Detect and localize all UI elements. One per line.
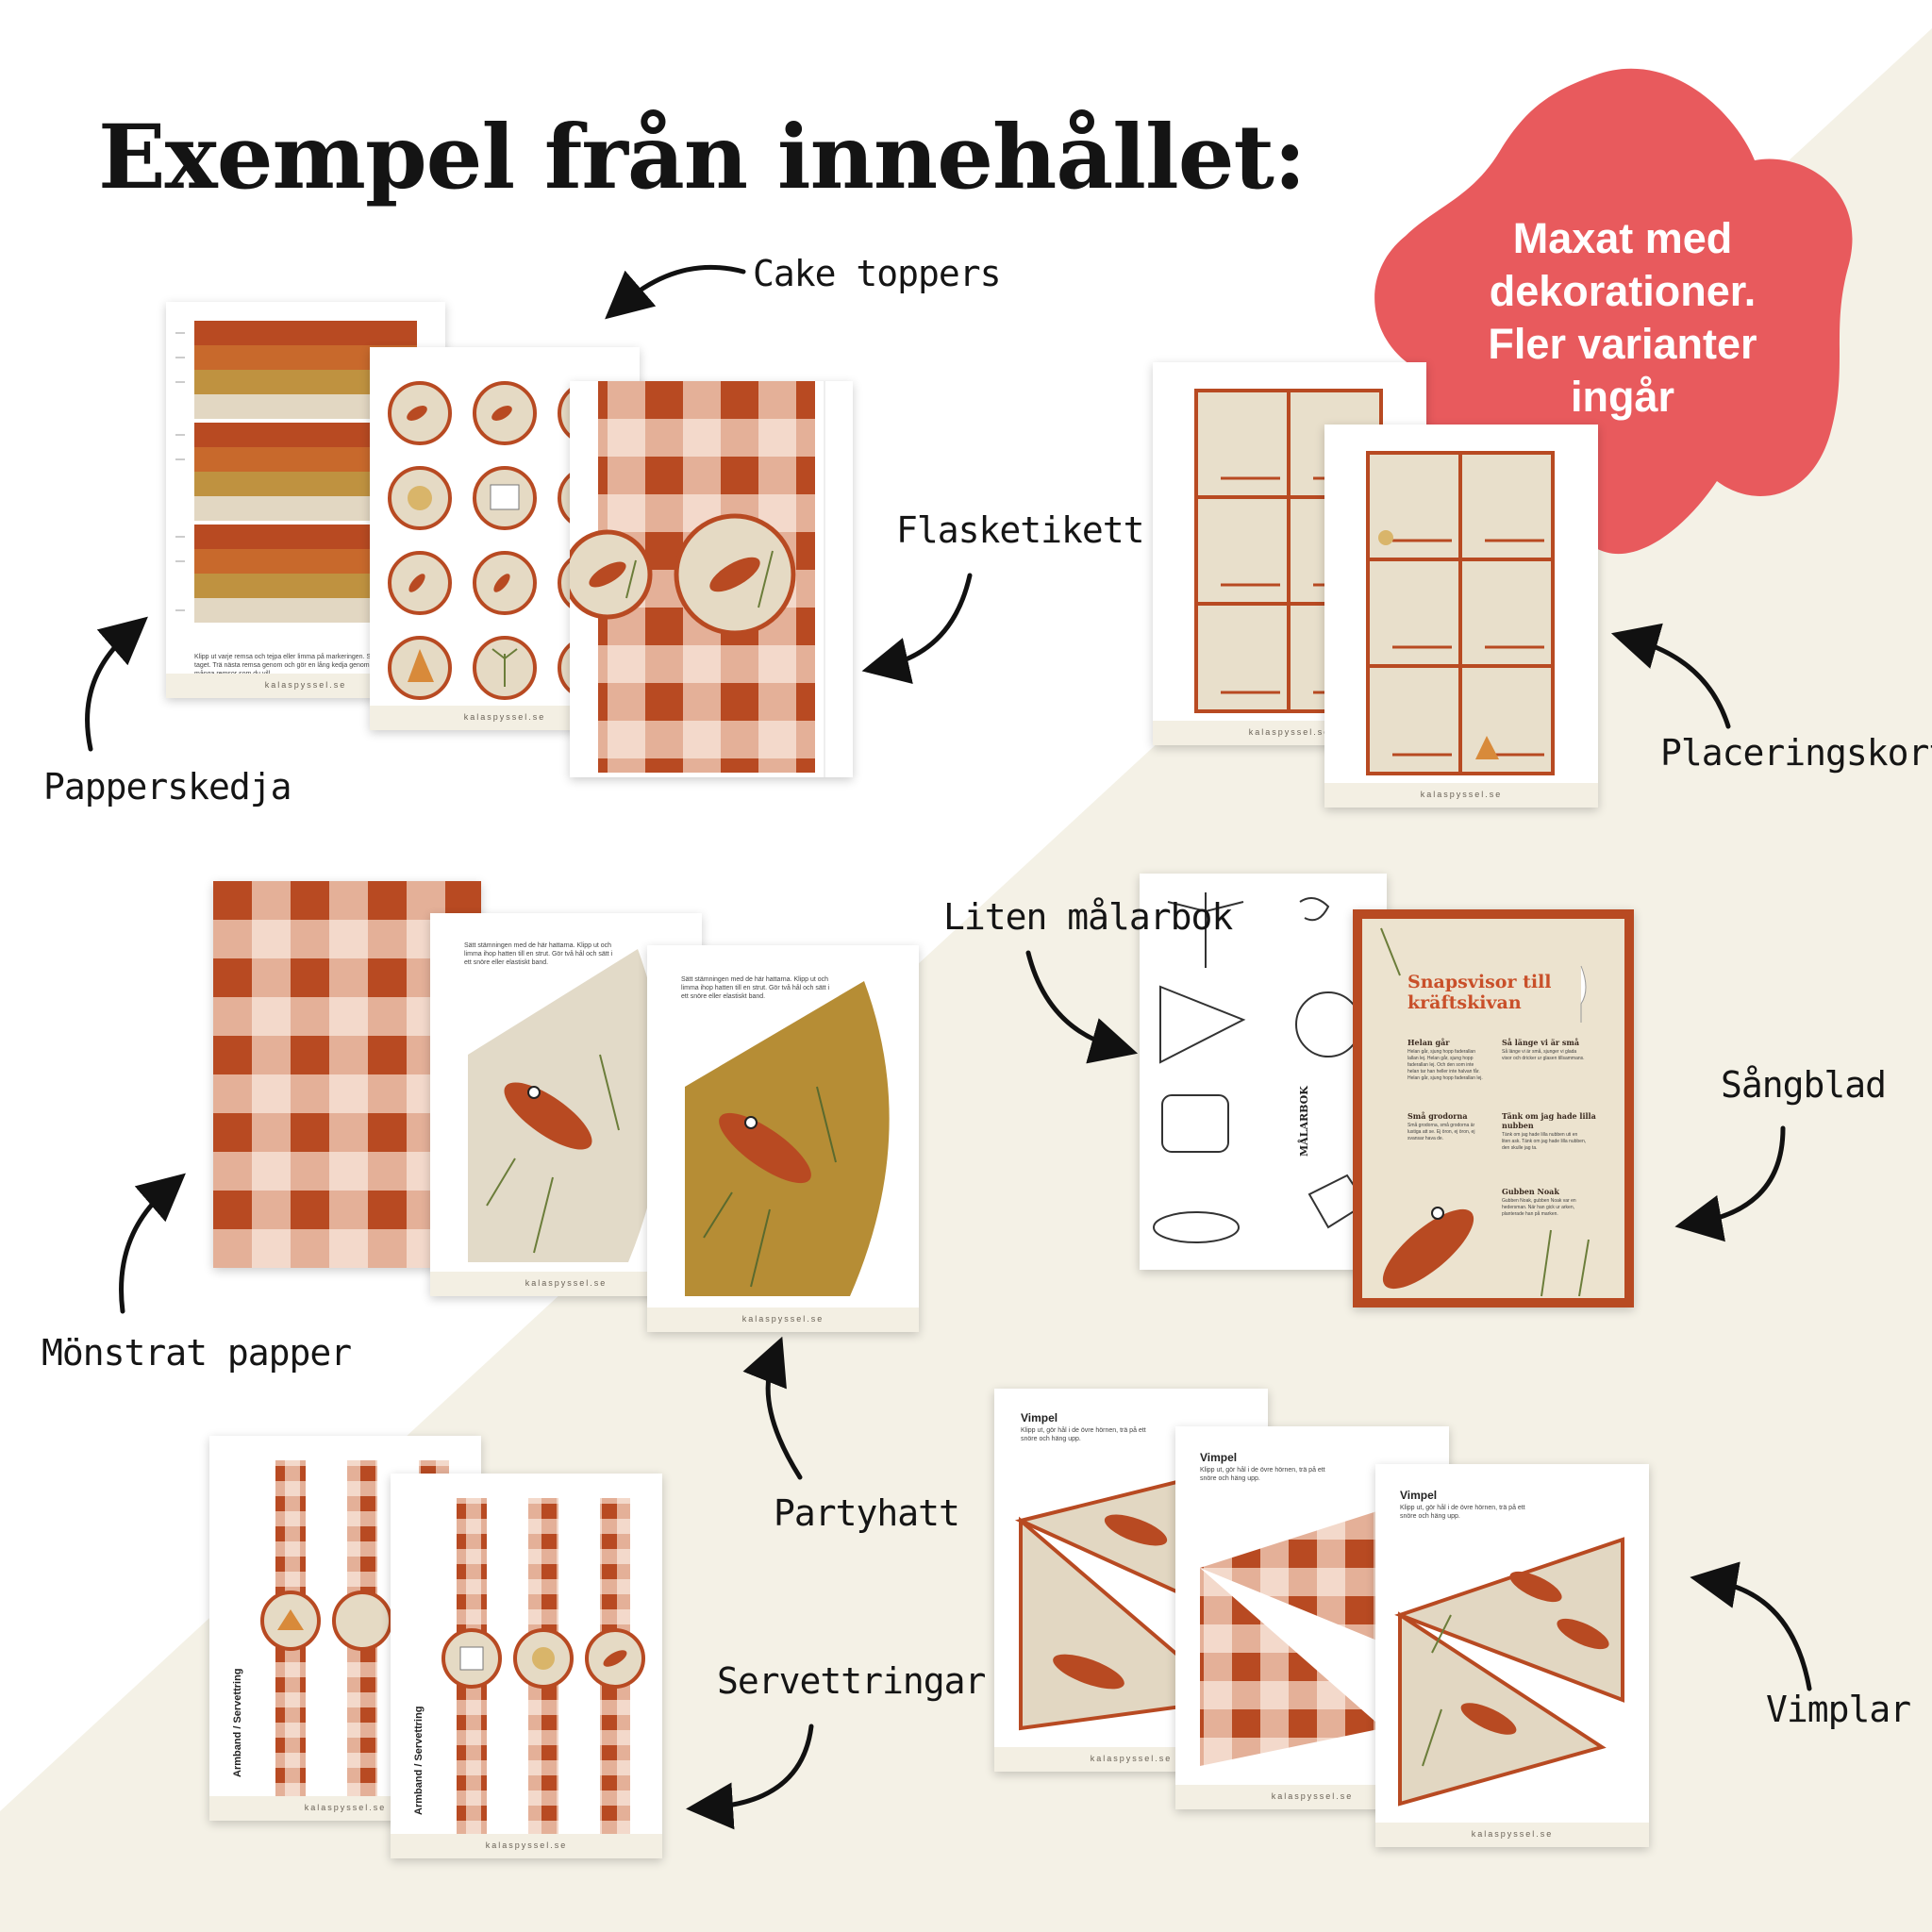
vimpel-instructions: Klipp ut, gör hål i de övre hörnen, trä … [1400, 1505, 1525, 1520]
song-heading: Så länge vi är små [1502, 1038, 1580, 1047]
hat-instructions: Sätt stämningen med de här hattarna. Kli… [464, 942, 613, 966]
label-servettringar: Servettringar [717, 1660, 986, 1702]
footer-text: kalaspyssel.se [1090, 1754, 1173, 1763]
place-cards-grid [1366, 451, 1555, 775]
footer-text: kalaspyssel.se [485, 1840, 568, 1850]
footer-text: kalaspyssel.se [1420, 790, 1503, 799]
hat-shape [468, 949, 664, 1262]
badge-line-1: Maxat med [1512, 214, 1733, 262]
hat-shape [685, 981, 890, 1296]
placeringskort-sheet-2: kalaspyssel.se [1324, 425, 1598, 808]
sheet-footer: kalaspyssel.se [1375, 1823, 1649, 1847]
sheet-footer: kalaspyssel.se [647, 1307, 919, 1332]
song-heading: Små grodorna [1407, 1111, 1468, 1121]
footer-text: kalaspyssel.se [741, 1314, 824, 1324]
label-vimplar: Vimplar [1766, 1689, 1911, 1730]
song-heading: Gubben Noak [1502, 1187, 1559, 1196]
badge-line-2: dekorationer. [1489, 267, 1757, 315]
servettring-heading: Armband / Servettring [413, 1706, 425, 1815]
vimpel-sheet-3: Vimpel Klipp ut, gör hål i de övre hörne… [1375, 1464, 1649, 1847]
label-partyhatt: Partyhatt [774, 1492, 960, 1534]
label-placeringskort: Placeringskort [1660, 732, 1932, 774]
sangblad-inner: Snapsvisor till kräftskivan Helan går He… [1362, 919, 1624, 1298]
page-title: Exempel från innehållet: [98, 106, 1307, 209]
label-sangblad: Sångblad [1721, 1064, 1887, 1106]
hat-instructions: Sätt stämningen med de här hattarna. Kli… [681, 976, 830, 1000]
footer-text: kalaspyssel.se [1271, 1791, 1354, 1801]
sangblad-title: Snapsvisor till kräftskivan [1407, 972, 1552, 1013]
sangblad-title-line-1: Snapsvisor till [1407, 972, 1552, 992]
malarbok-spine: MÅLARBOK [1298, 1086, 1310, 1157]
vimpel-heading: Vimpel [1200, 1451, 1238, 1464]
footer-text: kalaspyssel.se [525, 1278, 608, 1288]
servettring-strips [441, 1498, 645, 1838]
badge-text: Maxat med dekorationer. Fler varianter i… [1415, 212, 1830, 424]
song-text: Helan går, sjung hopp faderallan lallan … [1407, 1049, 1483, 1081]
label-cake-toppers: Cake toppers [753, 253, 1002, 294]
partyhatt-sheet-1: Sätt stämningen med de här hattarna. Kli… [430, 913, 702, 1296]
malarbok-sheet: MÅLARBOK [1140, 874, 1387, 1270]
footer-text: kalaspyssel.se [1248, 727, 1331, 737]
song-text: Tänk om jag hade lilla nubben uti en lit… [1502, 1132, 1587, 1151]
vimpel-heading: Vimpel [1400, 1489, 1438, 1502]
pennant-graphic [1394, 1537, 1624, 1807]
footer-text: kalaspyssel.se [463, 712, 546, 722]
pennant-graphic [1200, 1494, 1430, 1766]
label-flasketikett: Flasketikett [896, 509, 1145, 551]
footer-text: kalaspyssel.se [264, 680, 347, 690]
song-heading: Helan går [1407, 1038, 1450, 1047]
sheet-footer: kalaspyssel.se [1324, 783, 1598, 808]
sangblad-title-line-2: kräftskivan [1407, 992, 1522, 1013]
footer-text: kalaspyssel.se [1471, 1829, 1554, 1839]
song-heading: Tänk om jag hade lilla nubben [1502, 1111, 1596, 1130]
vimpel-heading: Vimpel [1021, 1411, 1058, 1424]
sangblad-illustration [1380, 927, 1590, 1297]
vimpel-instructions: Klipp ut, gör hål i de övre hörnen, trä … [1200, 1467, 1325, 1482]
flasketikett-sheet [570, 381, 853, 777]
sheet-footer: kalaspyssel.se [391, 1834, 662, 1858]
song-text: Små grodorna, små grodorna är lustiga at… [1407, 1123, 1475, 1141]
song-text: Så länge vi är små, sjunger vi glada vis… [1502, 1049, 1585, 1061]
partyhatt-sheet-2: Sätt stämningen med de här hattarna. Kli… [647, 945, 919, 1332]
label-liten-malarbok: Liten målarbok [943, 896, 1233, 938]
gingham-label [570, 381, 825, 777]
label-monstrat-papper: Mönstrat papper [42, 1332, 352, 1374]
servettring-sheet-2: Armband / Servettring kalaspyssel.se [391, 1474, 662, 1858]
song-text: Gubben Noak, gubben Noak var en hedersma… [1502, 1198, 1576, 1217]
badge-line-4: ingår [1570, 373, 1675, 421]
sangblad-sheet: Snapsvisor till kräftskivan Helan går He… [1353, 909, 1634, 1307]
coloring-outlines [1153, 892, 1368, 1243]
vimpel-instructions: Klipp ut, gör hål i de övre hörnen, trä … [1021, 1427, 1146, 1442]
servettring-heading: Armband / Servettring [232, 1668, 243, 1777]
badge-line-3: Fler varianter [1488, 320, 1757, 368]
label-papperskedja: Papperskedja [43, 766, 292, 808]
footer-text: kalaspyssel.se [304, 1803, 387, 1812]
